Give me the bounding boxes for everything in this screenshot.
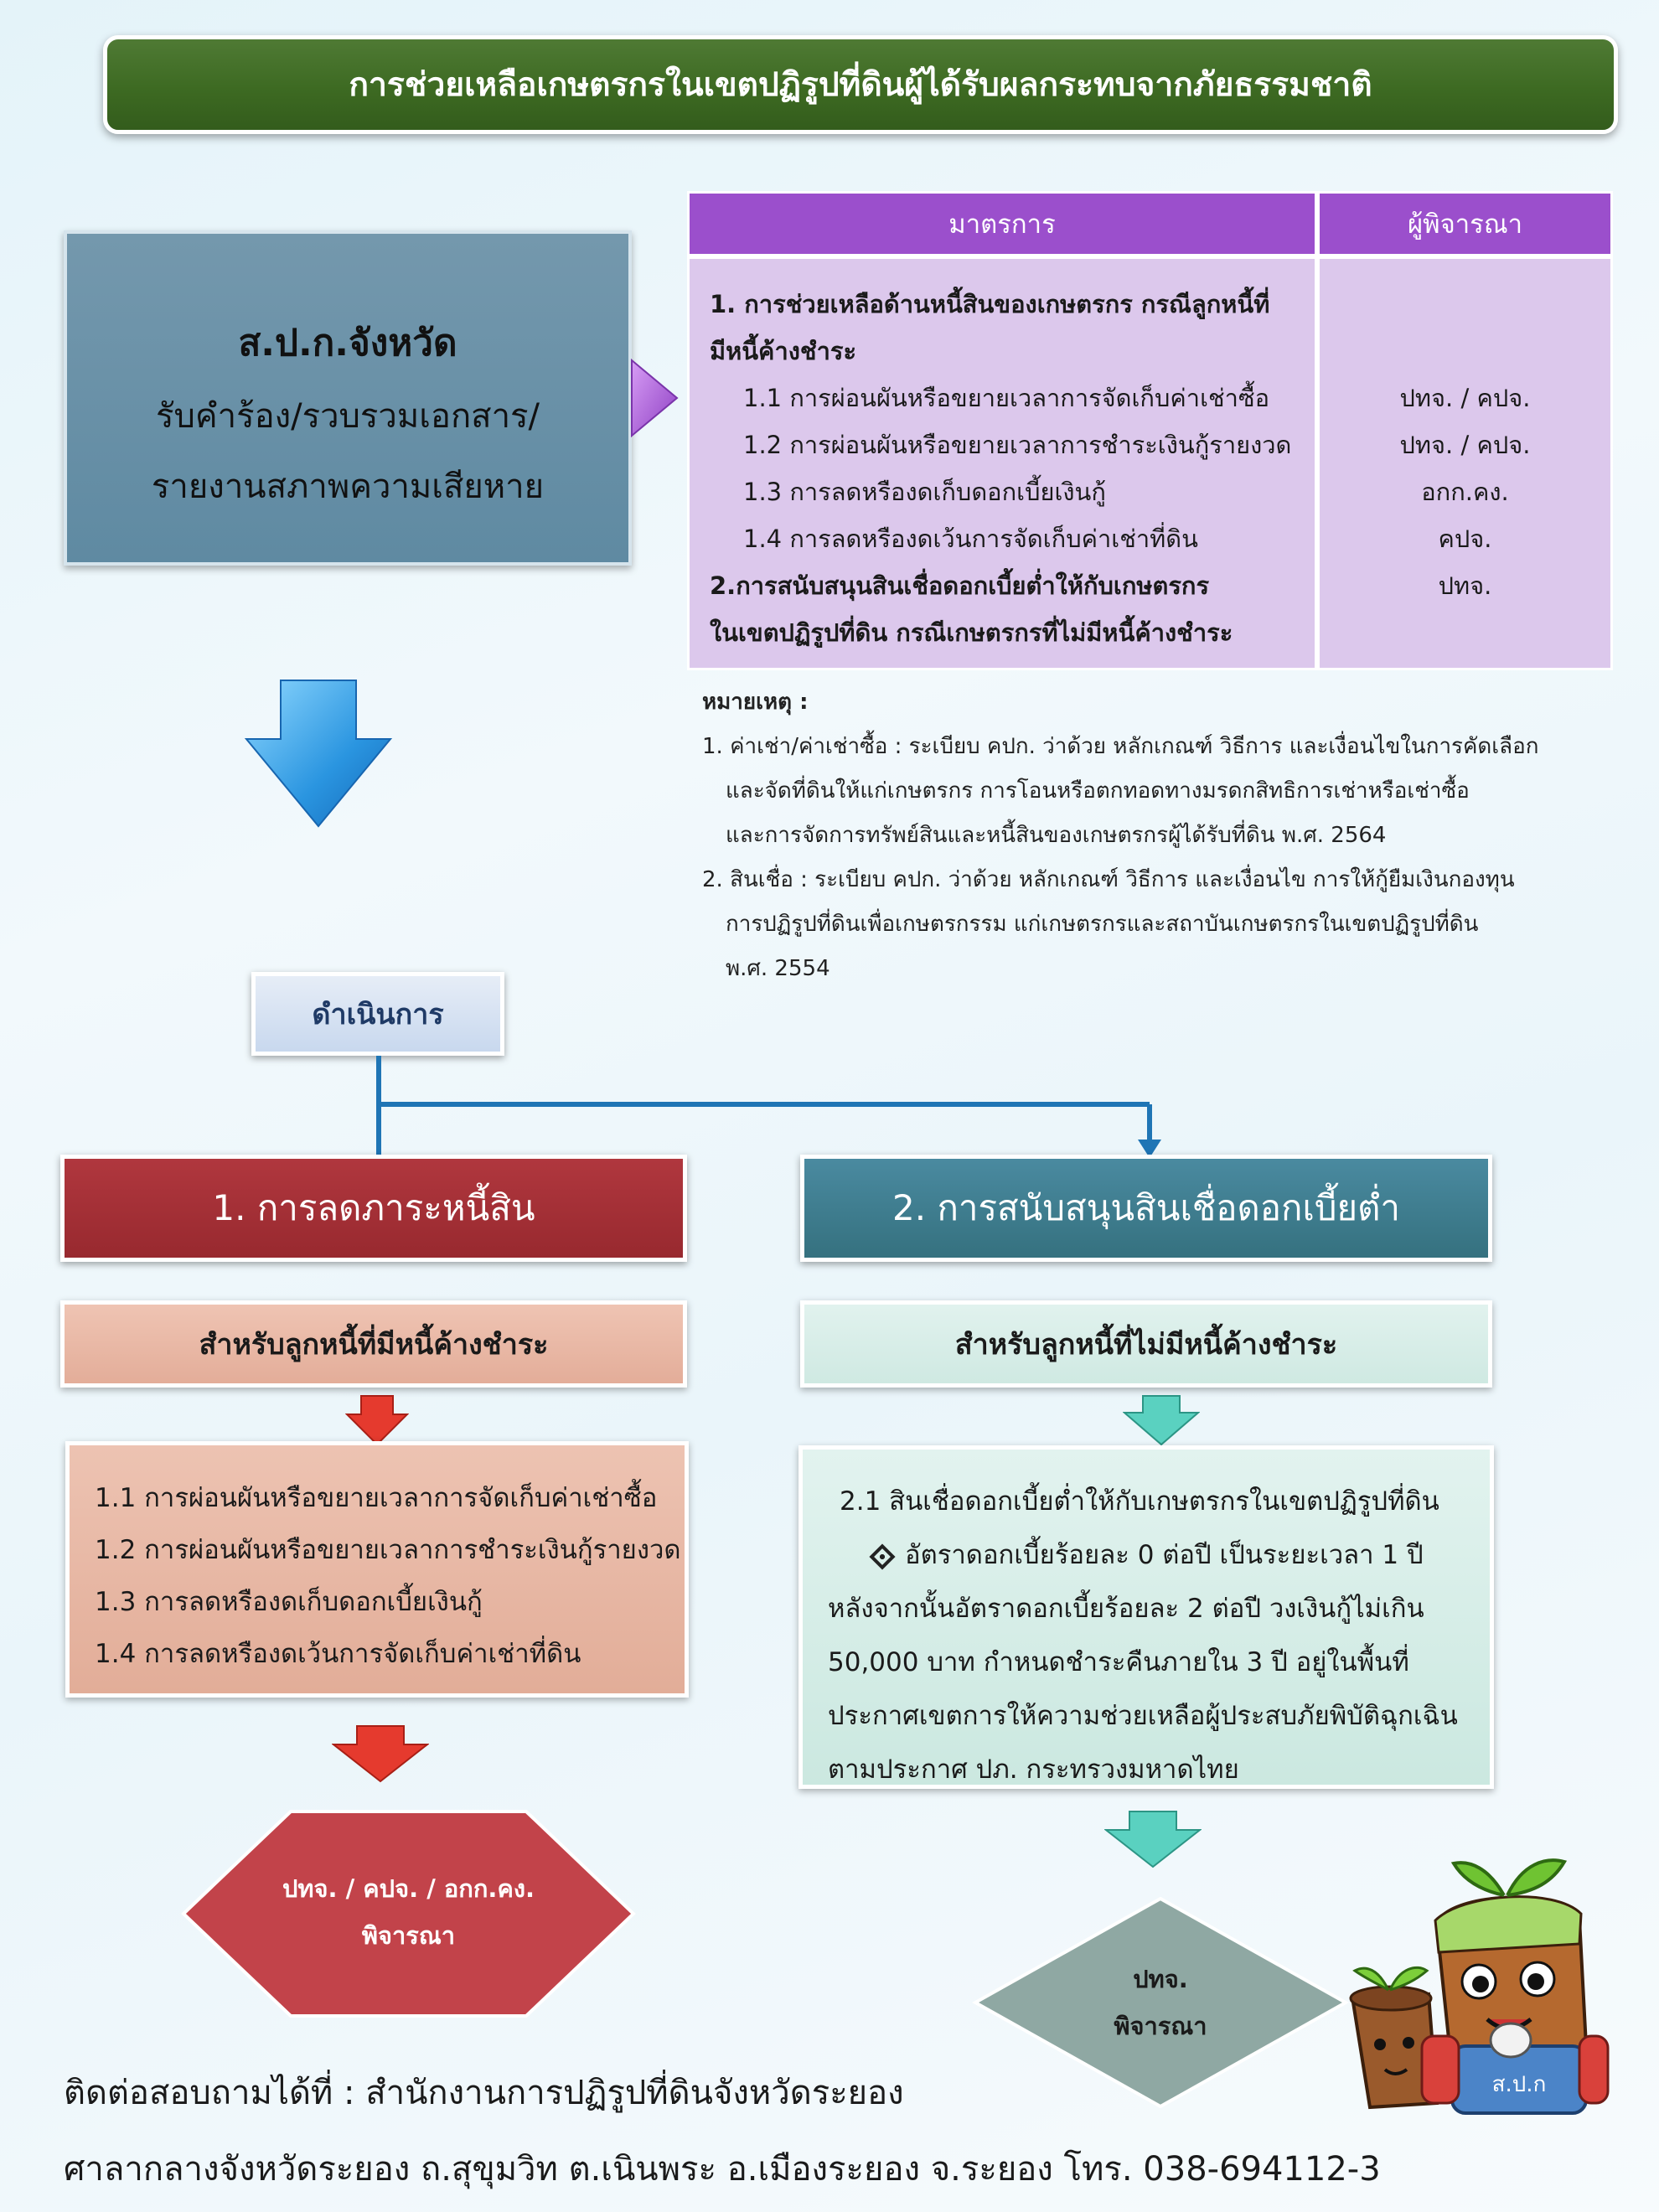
debt-measure-1-1: 1.1 การผ่อนผันหรือขยายเวลาการจัดเก็บค่าเ…: [95, 1483, 658, 1513]
measure-1-3: 1.3 การลดหรืองดเก็บดอกเบี้ยเงินกู้: [743, 478, 1106, 506]
purple-arrow-icon: [631, 358, 679, 438]
credit-detail-line-5: ตามประกาศ ปภ. กระทรวงมหาดไทย: [828, 1755, 1239, 1785]
notes-heading: หมายเหตุ :: [702, 690, 809, 715]
measure-1-1: 1.1 การผ่อนผันหรือขยายเวลาการจัดเก็บค่าเ…: [743, 384, 1270, 412]
contact-line: ติดต่อสอบถามได้ที่ : สำนักงานการปฏิรูปที…: [64, 2074, 904, 2112]
credit-detail-line-2: หลังจากนั้นอัตราดอกเบี้ยร้อยละ 2 ต่อปี ว…: [828, 1594, 1424, 1624]
address-line: ศาลากลางจังหวัดระยอง ถ.สุขุมวิท ต.เนินพร…: [64, 2150, 1381, 2189]
right-decision-approver: ปทจ.: [1133, 1965, 1188, 1993]
red-down-arrow-icon: [345, 1395, 409, 1446]
consider-column: ปทจ. / คปจ. ปทจ. / คปจ. อกก.คง. คปจ. ปทจ…: [1317, 256, 1613, 670]
note-2-line-3: พ.ศ. 2554: [726, 956, 830, 981]
debt-measure-1-3: 1.3 การลดหรืองดเก็บดอกเบี้ยเงินกู้: [95, 1587, 483, 1617]
measure-column-header: มาตรการ: [687, 191, 1317, 256]
office-title: ส.ป.ก.จังหวัด: [238, 322, 457, 364]
consider-1-3: อกก.คง.: [1421, 478, 1509, 506]
consider-1-4: คปจ.: [1438, 525, 1492, 553]
diamond-bullet-icon: [869, 1543, 896, 1570]
measure-2-title-cont: ในเขตปฏิรูปที่ดิน กรณีเกษตรกรที่ไม่มีหนี…: [710, 618, 1233, 647]
credit-detail-box: 2.1 สินเชื่อดอกเบี้ยต่ำให้กับเกษตรกรในเข…: [798, 1445, 1494, 1789]
operation-box: ดำเนินการ: [251, 972, 504, 1056]
left-decision-diamond: ปทจ. / คปจ. / อกก.คง. พิจารณา: [180, 1808, 637, 2019]
credit-detail-line-4: ประกาศเขตการให้ความช่วยเหลือผู้ประสบภัยพ…: [828, 1701, 1458, 1731]
measure-1-title: 1. การช่วยเหลือด้านหนี้สินของเกษตรกร กรณ…: [710, 290, 1270, 318]
left-decision-label: พิจารณา: [361, 1921, 456, 1950]
right-decision-diamond: ปทจ. พิจารณา: [972, 1895, 1349, 2110]
debt-measure-1-2: 1.2 การผ่อนผันหรือขยายเวลาการชำระเงินกู้…: [95, 1535, 681, 1565]
measure-2-title: 2.การสนับสนุนสินเชื่อดอกเบี้ยต่ำให้กับเก…: [710, 571, 1210, 600]
notes: หมายเหตุ : 1. ค่าเช่า/ค่าเช่าซื้อ : ระเบ…: [702, 680, 1615, 991]
note-2-line-1: 2. สินเชื่อ : ระเบียบ คปก. ว่าด้วย หลักเ…: [702, 867, 1515, 892]
consider-column-header: ผู้พิจารณา: [1317, 191, 1613, 256]
debt-measure-1-4: 1.4 การลดหรืองดเว้นการจัดเก็บค่าเช่าที่ด…: [95, 1639, 581, 1669]
note-1-line-3: และการจัดการทรัพย์สินและหนี้สินของเกษตรก…: [726, 823, 1387, 848]
mascot-shirt-text: ส.ป.ก: [1492, 2072, 1547, 2097]
left-decision-shape: [181, 1810, 636, 2018]
page-title: การช่วยเหลือเกษตรกรในเขตปฏิรูปที่ดินผู้ไ…: [103, 35, 1618, 134]
debtor-without-arrears-box: สำหรับลูกหนี้ที่ไม่มีหนี้ค้างชำระ: [800, 1300, 1492, 1388]
provincial-office-box: ส.ป.ก.จังหวัด รับคำร้อง/รวบรวมเอกสาร/ รา…: [64, 230, 632, 566]
consider-1-1: ปทจ. / คปจ.: [1399, 384, 1531, 412]
note-2-line-2: การปฏิรูปที่ดินเพื่อเกษตรกรรม แก่เกษตรกร…: [726, 912, 1479, 937]
consider-2: ปทจ.: [1438, 571, 1492, 600]
credit-detail-title: 2.1 สินเชื่อดอกเบี้ยต่ำให้กับเกษตรกรในเข…: [840, 1486, 1439, 1517]
mascot-illustration: ส.ป.ก: [1349, 1858, 1610, 2115]
teal-down-arrow-icon: [1123, 1395, 1200, 1446]
note-1-line-2: และจัดที่ดินให้แก่เกษตรกร การโอนหรือตกทอ…: [726, 778, 1470, 804]
measure-1-4: 1.4 การลดหรืองดเว้นการจัดเก็บค่าเช่าที่ด…: [743, 525, 1198, 553]
flow-connector: [376, 1056, 1161, 1158]
red-down-arrow-icon-2: [332, 1725, 429, 1783]
blue-down-arrow-icon: [244, 680, 393, 828]
credit-detail-line-3: 50,000 บาท กำหนดชำระคืนภายใน 3 ปี อยู่ใน…: [828, 1647, 1409, 1677]
debtor-with-arrears-box: สำหรับลูกหนี้ที่มีหนี้ค้างชำระ: [60, 1300, 687, 1388]
right-decision-label: พิจารณา: [1114, 2012, 1207, 2040]
note-1-line-1: 1. ค่าเช่า/ค่าเช่าซื้อ : ระเบียบ คปก. ว่…: [702, 734, 1539, 759]
debt-measures-box: 1.1 การผ่อนผันหรือขยายเวลาการจัดเก็บค่าเ…: [65, 1441, 689, 1698]
credit-detail-line-1: อัตราดอกเบี้ยร้อยละ 0 ต่อปี เป็นระยะเวลา…: [905, 1540, 1424, 1570]
measure-column: 1. การช่วยเหลือด้านหนี้สินของเกษตรกร กรณ…: [687, 256, 1317, 670]
office-task-2: รายงานสภาพความเสียหาย: [151, 468, 545, 506]
teal-down-arrow-icon-2: [1104, 1811, 1202, 1868]
office-task-1: รับคำร้อง/รวบรวมเอกสาร/: [155, 397, 540, 436]
measures-table: มาตรการ ผู้พิจารณา 1. การช่วยเหลือด้านหน…: [687, 191, 1613, 670]
consider-1-2: ปทจ. / คปจ.: [1399, 431, 1531, 459]
debt-relief-category: 1. การลดภาระหนี้สิน: [60, 1155, 687, 1262]
measure-1-2: 1.2 การผ่อนผันหรือขยายเวลาการชำระเงินกู้…: [743, 431, 1292, 459]
right-decision-shape: [972, 1896, 1349, 2109]
measure-1-title-cont: มีหนี้ค้างชำระ: [710, 337, 857, 365]
left-decision-approvers: ปทจ. / คปจ. / อกก.คง.: [282, 1874, 535, 1903]
low-interest-credit-category: 2. การสนับสนุนสินเชื่อดอกเบี้ยต่ำ: [800, 1155, 1492, 1262]
